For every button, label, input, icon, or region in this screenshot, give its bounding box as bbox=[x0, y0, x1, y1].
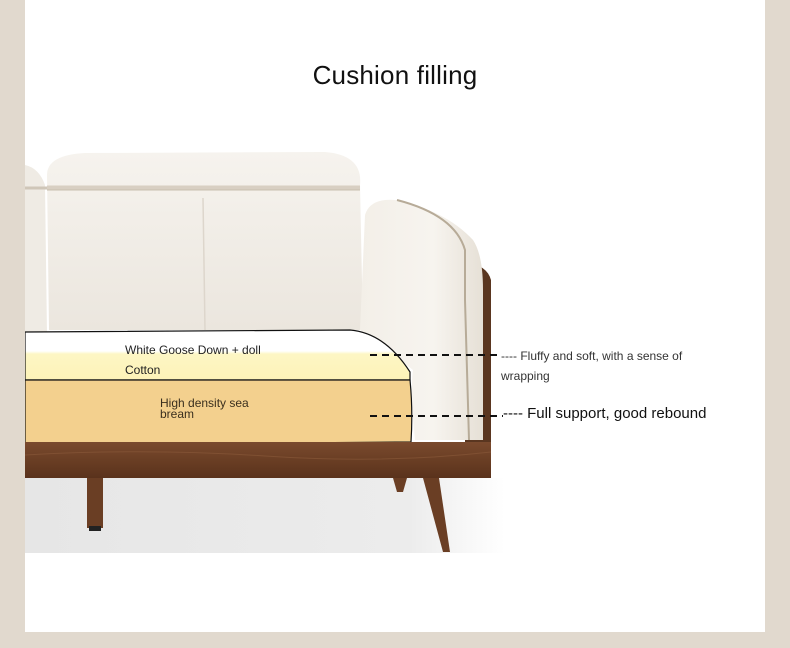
page-title: Cushion filling bbox=[312, 60, 478, 90]
wood-base bbox=[25, 442, 491, 478]
seat-bottom-layer bbox=[25, 379, 413, 446]
layer-top-label-line2: Cotton bbox=[125, 363, 161, 377]
floor-shadow bbox=[25, 478, 505, 553]
layer-top-label-line1: White Goose Down + doll bbox=[125, 343, 261, 357]
content-panel: Cushion filling bbox=[25, 0, 765, 632]
layer-bottom-label-line2: bream bbox=[160, 407, 195, 421]
left-back-cushion bbox=[25, 165, 47, 335]
seat-top-layer bbox=[25, 329, 411, 381]
back-right-leg bbox=[393, 478, 407, 492]
front-right-leg bbox=[423, 478, 450, 552]
sofa-cross-section-illustration bbox=[25, 152, 505, 553]
layer-bottom-label: High density sea bream bbox=[160, 396, 249, 421]
back-cushion bbox=[47, 152, 363, 330]
callout-top-text: ---- Fluffy and soft, with a sense of wr… bbox=[501, 349, 683, 383]
front-left-leg bbox=[87, 478, 103, 528]
callout-bottom-text: ---- Full support, good rebound bbox=[503, 405, 707, 422]
layer-bottom-label-line1: High density sea bbox=[160, 396, 249, 410]
armrest bbox=[360, 199, 483, 440]
